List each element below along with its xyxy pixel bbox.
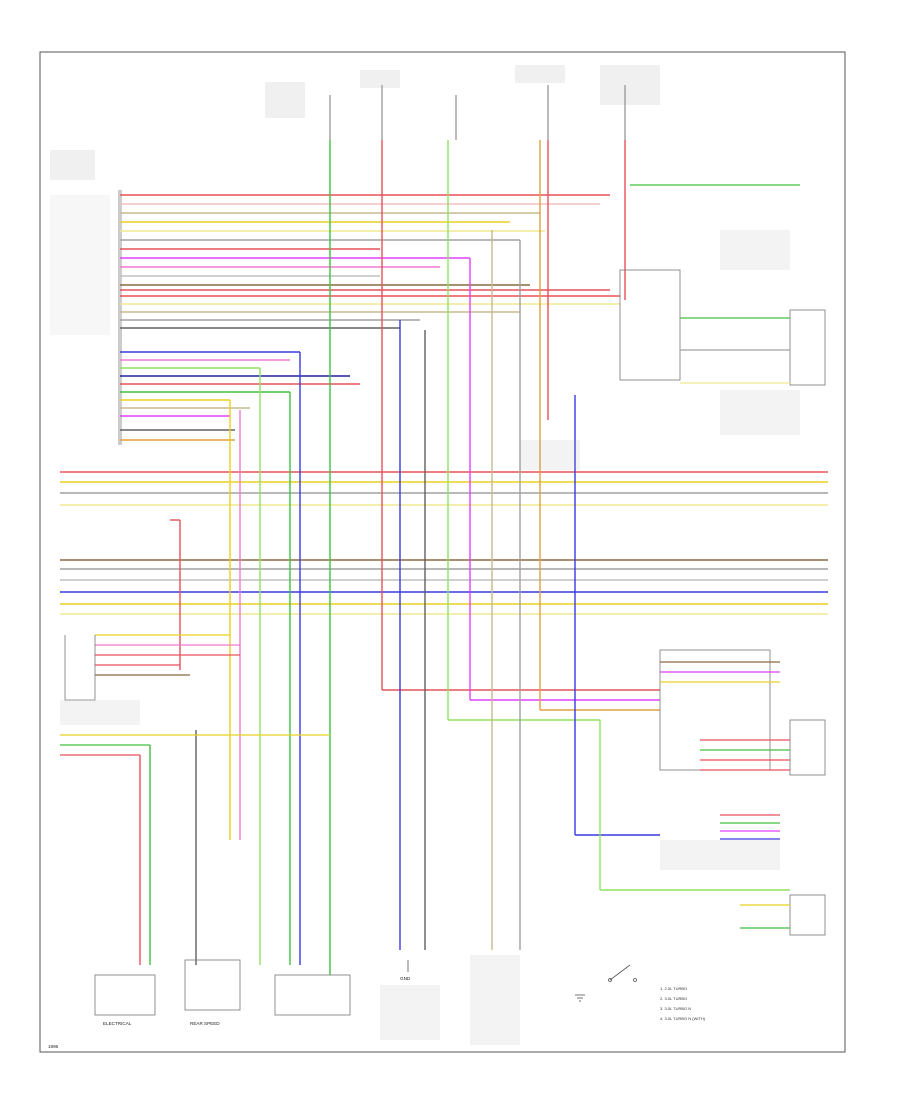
right-short-wires: [630, 184, 800, 929]
label-blocks: [50, 65, 800, 1045]
legend-item: 4. 3.0L TURBO N (WITH): [660, 1016, 706, 1021]
left-lower-wires: [60, 634, 330, 756]
left-verticals: [139, 352, 301, 965]
legend: 1. 2.0L TURBO 2. 3.0L TURBO 3. 3.0L TURB…: [660, 986, 706, 1021]
gnd-label: GND: [400, 976, 411, 981]
ground-symbols: [407, 960, 585, 1002]
corner-label: 1996: [48, 1044, 59, 1049]
left-connector-block: [118, 190, 122, 445]
electrical-fan-label: ELECTRICAL: [103, 1021, 132, 1026]
legend-item: 1. 2.0L TURBO: [660, 986, 687, 991]
horizontal-wires-top: [120, 194, 620, 329]
vertical-wires: [329, 140, 790, 975]
diagram-frame: [39, 51, 846, 1053]
top-fuse-group: [329, 85, 626, 140]
legend-item: 3. 3.0L TURBO N: [660, 1006, 691, 1011]
horizontal-wires-mid: [120, 351, 360, 441]
switch-symbol: [608, 964, 637, 982]
legend-item: 2. 3.0L TURBO: [660, 996, 687, 1001]
rear-speed-label: REAR SPEED: [190, 1021, 220, 1026]
bus-wires: [60, 471, 828, 615]
bottom-components: [64, 635, 351, 1016]
